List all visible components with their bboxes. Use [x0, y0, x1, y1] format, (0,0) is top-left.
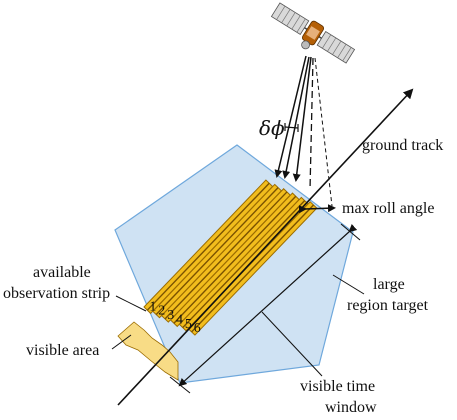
strip-number-3: 3: [167, 308, 174, 323]
visible-time-window-leader: [261, 311, 323, 377]
region-target-leader: [332, 274, 365, 295]
strip-label-leader: [115, 295, 147, 312]
max-roll-angle-label: max roll angle: [342, 200, 434, 217]
strip-number-1: 1: [149, 299, 156, 314]
visible-area-leader: [111, 334, 132, 350]
satellite-icon: [270, 2, 356, 64]
visible-time-window-tick-bottom: [169, 376, 191, 394]
delta-phi-label: δϕ: [259, 116, 285, 140]
large-region-label-line1: large: [373, 276, 405, 293]
max-roll-angle-arrow: [298, 204, 336, 214]
sensor-beams: [274, 55, 333, 207]
strip-number-4: 4: [176, 312, 183, 327]
ground-track-label: ground track: [362, 137, 443, 154]
visible-time-window-label-line1: visible time: [300, 378, 375, 395]
delta-phi-marker: [284, 123, 299, 132]
large-region-label-line2: region target: [347, 297, 429, 314]
available-strip-label-line1: available: [33, 264, 91, 281]
visible-area-shape: [117, 321, 179, 381]
strip-number-2: 2: [158, 304, 165, 319]
visible-area-label: visible area: [26, 342, 99, 359]
visible-time-window-tick-top: [340, 223, 361, 241]
available-strip-label-line2: observation strip: [3, 285, 110, 302]
visible-time-window-arrow: [178, 224, 358, 387]
strip-number-5: 5: [185, 317, 192, 332]
strip-number-6: 6: [194, 321, 201, 336]
visible-time-window-label-line2: window: [325, 399, 377, 416]
